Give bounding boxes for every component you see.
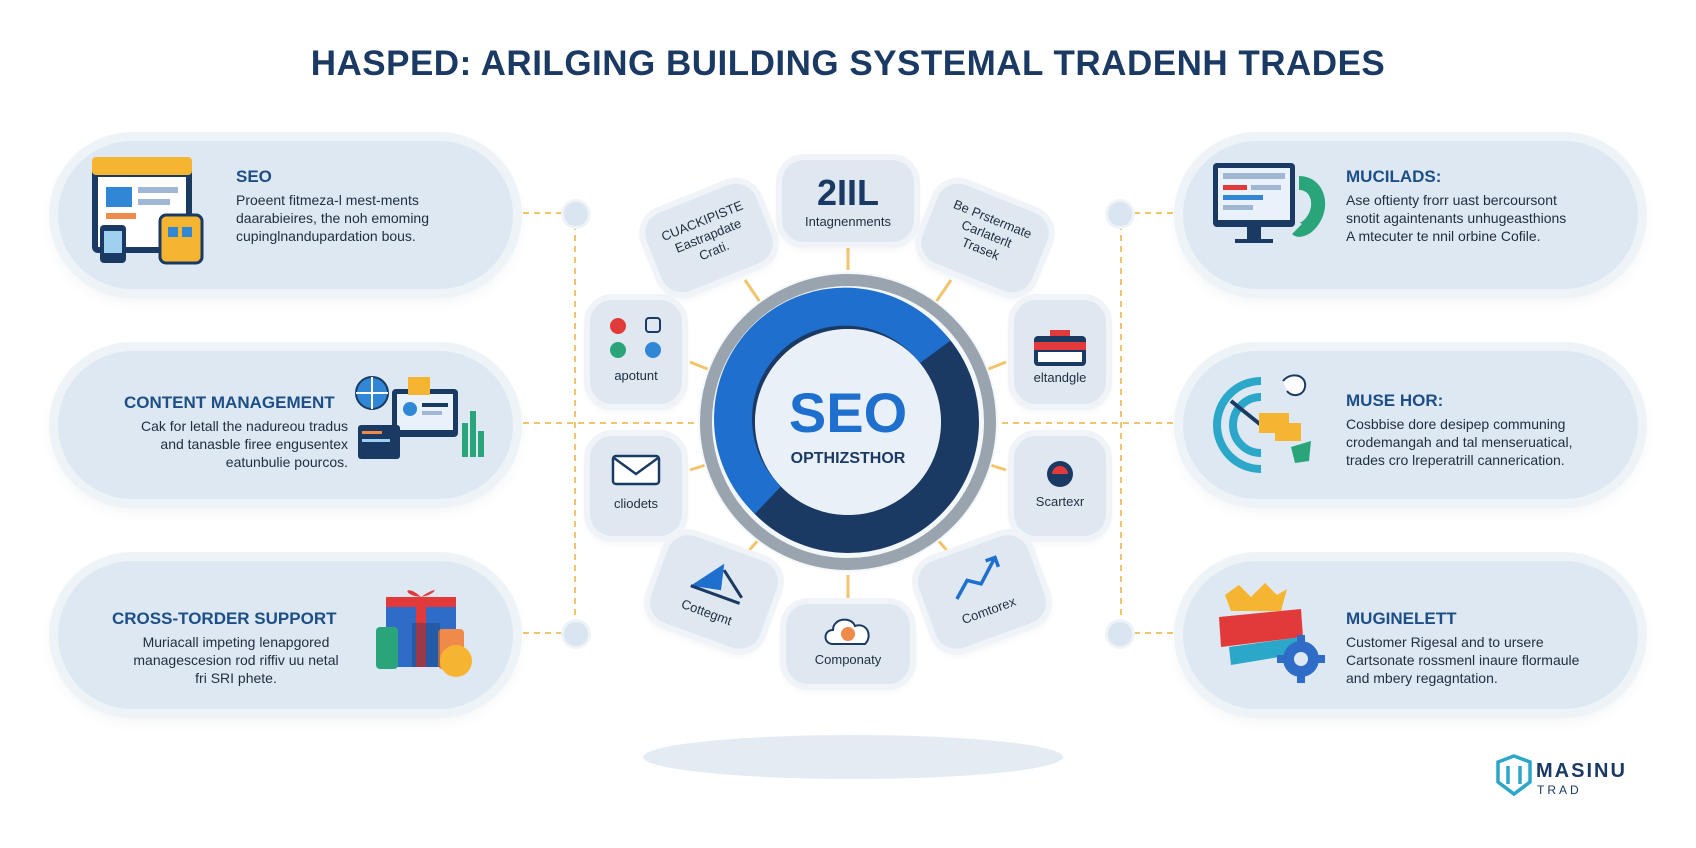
card-description: Muriacall impeting lenapgored managesces… bbox=[133, 634, 339, 686]
brand-subname: TRAD bbox=[1537, 783, 1582, 797]
petal-top: 2IIL Intagnenments bbox=[782, 160, 914, 242]
target-puzzle-icon bbox=[1213, 374, 1311, 473]
petal-label: apotunt bbox=[614, 368, 658, 383]
petal-label: Scartexr bbox=[1035, 494, 1085, 509]
petal-label: eltandgle bbox=[1033, 370, 1087, 385]
hub-subtitle: OPTHIZSTHOR bbox=[790, 450, 906, 467]
card-title: SEO bbox=[236, 167, 272, 186]
petal-label: cliodets bbox=[613, 496, 659, 511]
page-title: HASPED: ARILGING BUILDING SYSTEMAL TRADE… bbox=[310, 44, 1386, 83]
card-muginelett: MUGINELETT Customer Rigesal and to urser… bbox=[1183, 561, 1638, 709]
petal-label: Intagnenments bbox=[804, 214, 891, 229]
petal-big-number: 2IIL bbox=[816, 172, 879, 213]
hub-title: SEO bbox=[788, 381, 908, 444]
card-content-management: CONTENT MANAGEMENT Cak for letall the na… bbox=[58, 351, 513, 499]
card-description: Proeent fitmeza-l mest-ments daarabieire… bbox=[236, 192, 430, 244]
card-description: Ase oftienty frorr uast bercoursont snot… bbox=[1346, 192, 1567, 244]
monitor-dashboard-icon bbox=[1213, 163, 1325, 243]
petal-left-upper: apotunt bbox=[590, 300, 682, 404]
card-multi-ads: MUCILADS: Ase oftienty frorr uast bercou… bbox=[1183, 141, 1638, 289]
chart-rise-icon bbox=[690, 563, 743, 605]
card-description: Cosbbise dore desipep communing crodeman… bbox=[1346, 416, 1573, 468]
gift-boxes-icon bbox=[376, 590, 472, 677]
petal-bottom-left: Cottegmt bbox=[643, 528, 785, 656]
card-title: CROSS-TORDER SUPPORT bbox=[112, 609, 337, 628]
petal-bottom-right: Comtorex bbox=[911, 528, 1053, 656]
card-title: MUCILADS: bbox=[1346, 167, 1442, 186]
brand-logo-icon bbox=[1496, 754, 1532, 797]
petal-label: Componaty bbox=[814, 652, 882, 667]
petal-left-lower: cliodets bbox=[590, 436, 682, 536]
trend-line-icon bbox=[955, 555, 1001, 600]
petal-right-lower: Scartexr bbox=[1014, 436, 1106, 536]
card-title: MUSE HOR: bbox=[1346, 391, 1444, 410]
card-title: MUGINELETT bbox=[1346, 609, 1457, 628]
envelope-icon bbox=[611, 454, 661, 486]
ribbon-gear-icon bbox=[1219, 583, 1325, 683]
storefront-icon bbox=[92, 157, 204, 265]
card-cross-border-support: CROSS-TORDER SUPPORT Muriacall impeting … bbox=[58, 561, 513, 709]
brand-name: MASINU bbox=[1536, 760, 1627, 782]
petal-right-upper: eltandgle bbox=[1014, 300, 1106, 404]
petal-bottom: Componaty bbox=[786, 604, 910, 684]
flag-badge-icon bbox=[1047, 461, 1073, 487]
base-shadow bbox=[643, 735, 1063, 779]
card-title: CONTENT MANAGEMENT bbox=[124, 393, 335, 412]
content-workstation-icon bbox=[355, 376, 484, 459]
connector-dot-right-1 bbox=[1108, 202, 1132, 226]
card-seo: SEO Proeent fitmeza-l mest-ments daarabi… bbox=[58, 141, 513, 289]
connector-dot-right-2 bbox=[1108, 622, 1132, 646]
dots-grid-icon bbox=[610, 317, 661, 358]
cloud-icon bbox=[824, 618, 870, 645]
briefcase-icon bbox=[1034, 330, 1086, 366]
connector-dot-left-1 bbox=[564, 202, 588, 226]
card-description: Customer Rigesal and to ursere Cartsonat… bbox=[1346, 634, 1580, 686]
connector-dot-left-2 bbox=[564, 622, 588, 646]
card-description: Cak for letall the nadureou tradus and t… bbox=[140, 418, 348, 470]
card-muse-hor: MUSE HOR: Cosbbise dore desipep communin… bbox=[1183, 351, 1638, 499]
